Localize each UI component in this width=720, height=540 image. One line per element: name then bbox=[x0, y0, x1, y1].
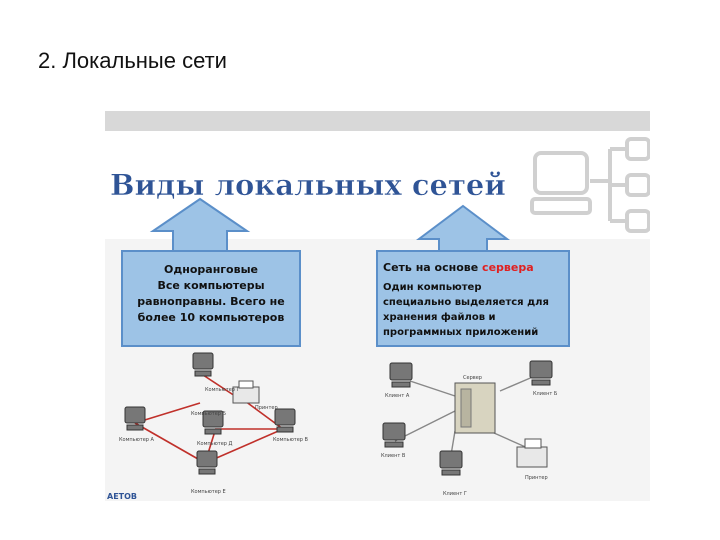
left-box-line-3: равноправны. Всего не bbox=[137, 295, 284, 308]
watermark: АЕТОВ bbox=[107, 492, 137, 501]
left-label-5: Компьютер Д bbox=[197, 441, 233, 447]
left-box-line-4: более 10 компьютеров bbox=[138, 311, 285, 324]
network-tree-icon bbox=[530, 137, 650, 233]
left-label-1: Компьютер Г bbox=[205, 387, 240, 393]
left-box-line-1: Одноранговые bbox=[164, 263, 258, 276]
right-label-4: Клиент В bbox=[381, 453, 406, 459]
right-box-line-3: хранения файлов и bbox=[383, 311, 496, 323]
peer-to-peer-diagram: Компьютер Г Принтер Компьютер Б Компьюте… bbox=[119, 352, 309, 495]
peer-printer bbox=[232, 380, 260, 404]
right-box-line-2: специально выделяется для bbox=[383, 297, 549, 308]
figure-heading: Виды локальных сетей bbox=[110, 168, 506, 202]
peer-computers bbox=[124, 352, 296, 475]
right-box-title: Сеть на основе сервера bbox=[383, 261, 534, 274]
right-label-1: Клиент А bbox=[385, 393, 410, 399]
right-box-line-1: Один компьютер bbox=[383, 282, 482, 293]
top-band bbox=[105, 111, 650, 131]
right-box-title-highlight: сервера bbox=[482, 261, 534, 274]
right-label-5: Клиент Г bbox=[443, 491, 467, 497]
slide-title: 2. Локальные сети bbox=[38, 48, 227, 73]
right-box-line-4: программных приложений bbox=[383, 327, 538, 338]
right-callout bbox=[376, 204, 570, 347]
left-label-4: Компьютер В bbox=[273, 437, 309, 443]
right-label-6: Принтер bbox=[525, 475, 548, 481]
left-box-line-2: Все компьютеры bbox=[157, 279, 264, 292]
left-label-7: Компьютер Е bbox=[191, 489, 226, 495]
left-label-3: Компьютер Б bbox=[191, 411, 227, 417]
right-box-title-prefix: Сеть на основе bbox=[383, 261, 482, 274]
right-label-2: Сервер bbox=[463, 375, 482, 381]
client-computers bbox=[382, 360, 553, 476]
left-label-2: Принтер bbox=[255, 405, 278, 411]
server-printer bbox=[516, 438, 548, 468]
left-callout bbox=[121, 197, 301, 347]
network-types-figure: Виды локальных сетей Одноранговые Все ко… bbox=[105, 111, 650, 501]
server-icon bbox=[454, 382, 496, 434]
left-label-6: Компьютер А bbox=[119, 437, 155, 443]
right-label-3: Клиент Б bbox=[533, 391, 558, 397]
client-server-diagram: Клиент А Сервер Клиент Б Клиент В Клиент… bbox=[381, 360, 558, 497]
